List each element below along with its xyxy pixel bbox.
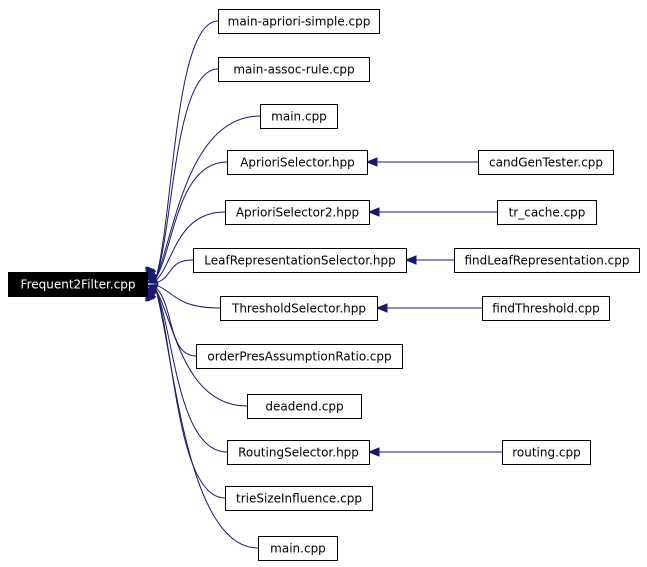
nodes-layer: Frequent2Filter.cpp main-apriori-simple.c… xyxy=(8,9,640,561)
edge-routing-to-routing_selector xyxy=(367,447,502,457)
edge-find_threshold-to-threshold_selector xyxy=(375,303,482,313)
edge-line xyxy=(155,289,226,499)
edge-line xyxy=(155,284,221,309)
node-box xyxy=(225,486,373,511)
node-leaf_rep_selector[interactable]: LeafRepresentationSelector.hpp xyxy=(193,248,407,273)
root-node-box xyxy=(8,272,148,297)
node-label: ThresholdSelector.hpp xyxy=(231,302,366,316)
node-main_apriori_simple[interactable]: main-apriori-simple.cpp xyxy=(218,9,380,34)
arrowhead-icon xyxy=(375,303,388,313)
node-box xyxy=(196,344,403,369)
edges-layer xyxy=(145,20,502,549)
edge-line xyxy=(155,287,197,357)
node-label: orderPresAssumptionRatio.cpp xyxy=(207,350,391,364)
arrowhead-icon xyxy=(367,447,380,457)
edge-line xyxy=(155,289,228,453)
node-label: deadend.cpp xyxy=(265,400,343,414)
edge-line xyxy=(155,20,219,279)
node-label: main.cpp xyxy=(271,110,327,124)
node-label: main-assoc-rule.cpp xyxy=(233,63,354,77)
edge-find_leaf_rep-to-leaf_rep_selector xyxy=(404,255,454,265)
node-box xyxy=(478,150,614,175)
node-label: findLeafRepresentation.cpp xyxy=(465,254,630,268)
node-label: trieSizeInfluence.cpp xyxy=(236,492,362,506)
edge-line xyxy=(155,289,248,407)
edge-tr_cache-to-apriori_selector2 xyxy=(367,207,497,217)
node-cand_gen_tester[interactable]: candGenTester.cpp xyxy=(478,150,614,175)
node-apriori_selector2[interactable]: AprioriSelector2.hpp xyxy=(225,200,370,225)
node-label: findThreshold.cpp xyxy=(492,302,600,316)
node-main2[interactable]: main.cpp xyxy=(258,536,338,561)
edge-line xyxy=(155,115,261,279)
arrowhead-icon xyxy=(404,255,417,265)
arrowhead-icon xyxy=(365,157,378,167)
node-find_leaf_rep[interactable]: findLeafRepresentation.cpp xyxy=(454,248,640,273)
edge-line xyxy=(155,211,226,281)
node-label: RoutingSelector.hpp xyxy=(238,446,359,460)
node-routing[interactable]: routing.cpp xyxy=(502,440,591,465)
node-label: tr_cache.cpp xyxy=(509,206,586,220)
arrowhead-icon xyxy=(367,207,380,217)
edge-threshold_selector-to-frequent2filter xyxy=(145,284,221,309)
node-trie_size[interactable]: trieSizeInfluence.cpp xyxy=(225,486,373,511)
node-frequent2filter[interactable]: Frequent2Filter.cpp xyxy=(8,272,148,297)
edge-main_assoc_rule-to-frequent2filter xyxy=(145,68,219,280)
node-label: AprioriSelector.hpp xyxy=(240,156,355,170)
node-box xyxy=(227,150,368,175)
node-label: AprioriSelector2.hpp xyxy=(236,206,359,220)
node-apriori_selector[interactable]: AprioriSelector.hpp xyxy=(227,150,368,175)
node-box xyxy=(193,248,407,273)
node-box xyxy=(227,440,370,465)
node-box xyxy=(247,394,362,419)
node-deadend[interactable]: deadend.cpp xyxy=(247,394,362,419)
node-box xyxy=(218,57,370,82)
edge-line xyxy=(155,68,219,279)
edge-main_apriori_simple-to-frequent2filter xyxy=(145,20,219,280)
node-box xyxy=(218,9,380,34)
arrowhead-icon xyxy=(145,274,159,284)
edge-line xyxy=(155,259,194,284)
node-box xyxy=(454,248,640,273)
node-order_pres[interactable]: orderPresAssumptionRatio.cpp xyxy=(196,344,403,369)
root-node-label: Frequent2Filter.cpp xyxy=(21,278,136,292)
node-box xyxy=(482,296,610,321)
node-routing_selector[interactable]: RoutingSelector.hpp xyxy=(227,440,370,465)
node-main_assoc_rule[interactable]: main-assoc-rule.cpp xyxy=(218,57,370,82)
node-threshold_selector[interactable]: ThresholdSelector.hpp xyxy=(220,296,378,321)
node-find_threshold[interactable]: findThreshold.cpp xyxy=(482,296,610,321)
node-label: main-apriori-simple.cpp xyxy=(228,15,371,29)
node-box xyxy=(258,536,338,561)
node-label: routing.cpp xyxy=(512,446,581,460)
node-box xyxy=(260,104,338,129)
node-box xyxy=(502,440,591,465)
node-box xyxy=(225,200,370,225)
node-label: LeafRepresentationSelector.hpp xyxy=(204,254,395,268)
node-label: main.cpp xyxy=(270,542,326,556)
node-box xyxy=(497,200,597,225)
edge-leaf_rep_selector-to-frequent2filter xyxy=(145,259,194,284)
edge-line xyxy=(155,161,228,279)
edge-routing_selector-to-frequent2filter xyxy=(146,288,228,453)
edge-trie_size-to-frequent2filter xyxy=(145,288,226,499)
node-label: candGenTester.cpp xyxy=(489,156,603,170)
node-box xyxy=(220,296,378,321)
node-main1[interactable]: main.cpp xyxy=(260,104,338,129)
edge-line xyxy=(155,289,259,549)
node-tr_cache[interactable]: tr_cache.cpp xyxy=(497,200,597,225)
edge-cand_gen_tester-to-apriori_selector xyxy=(365,157,478,167)
